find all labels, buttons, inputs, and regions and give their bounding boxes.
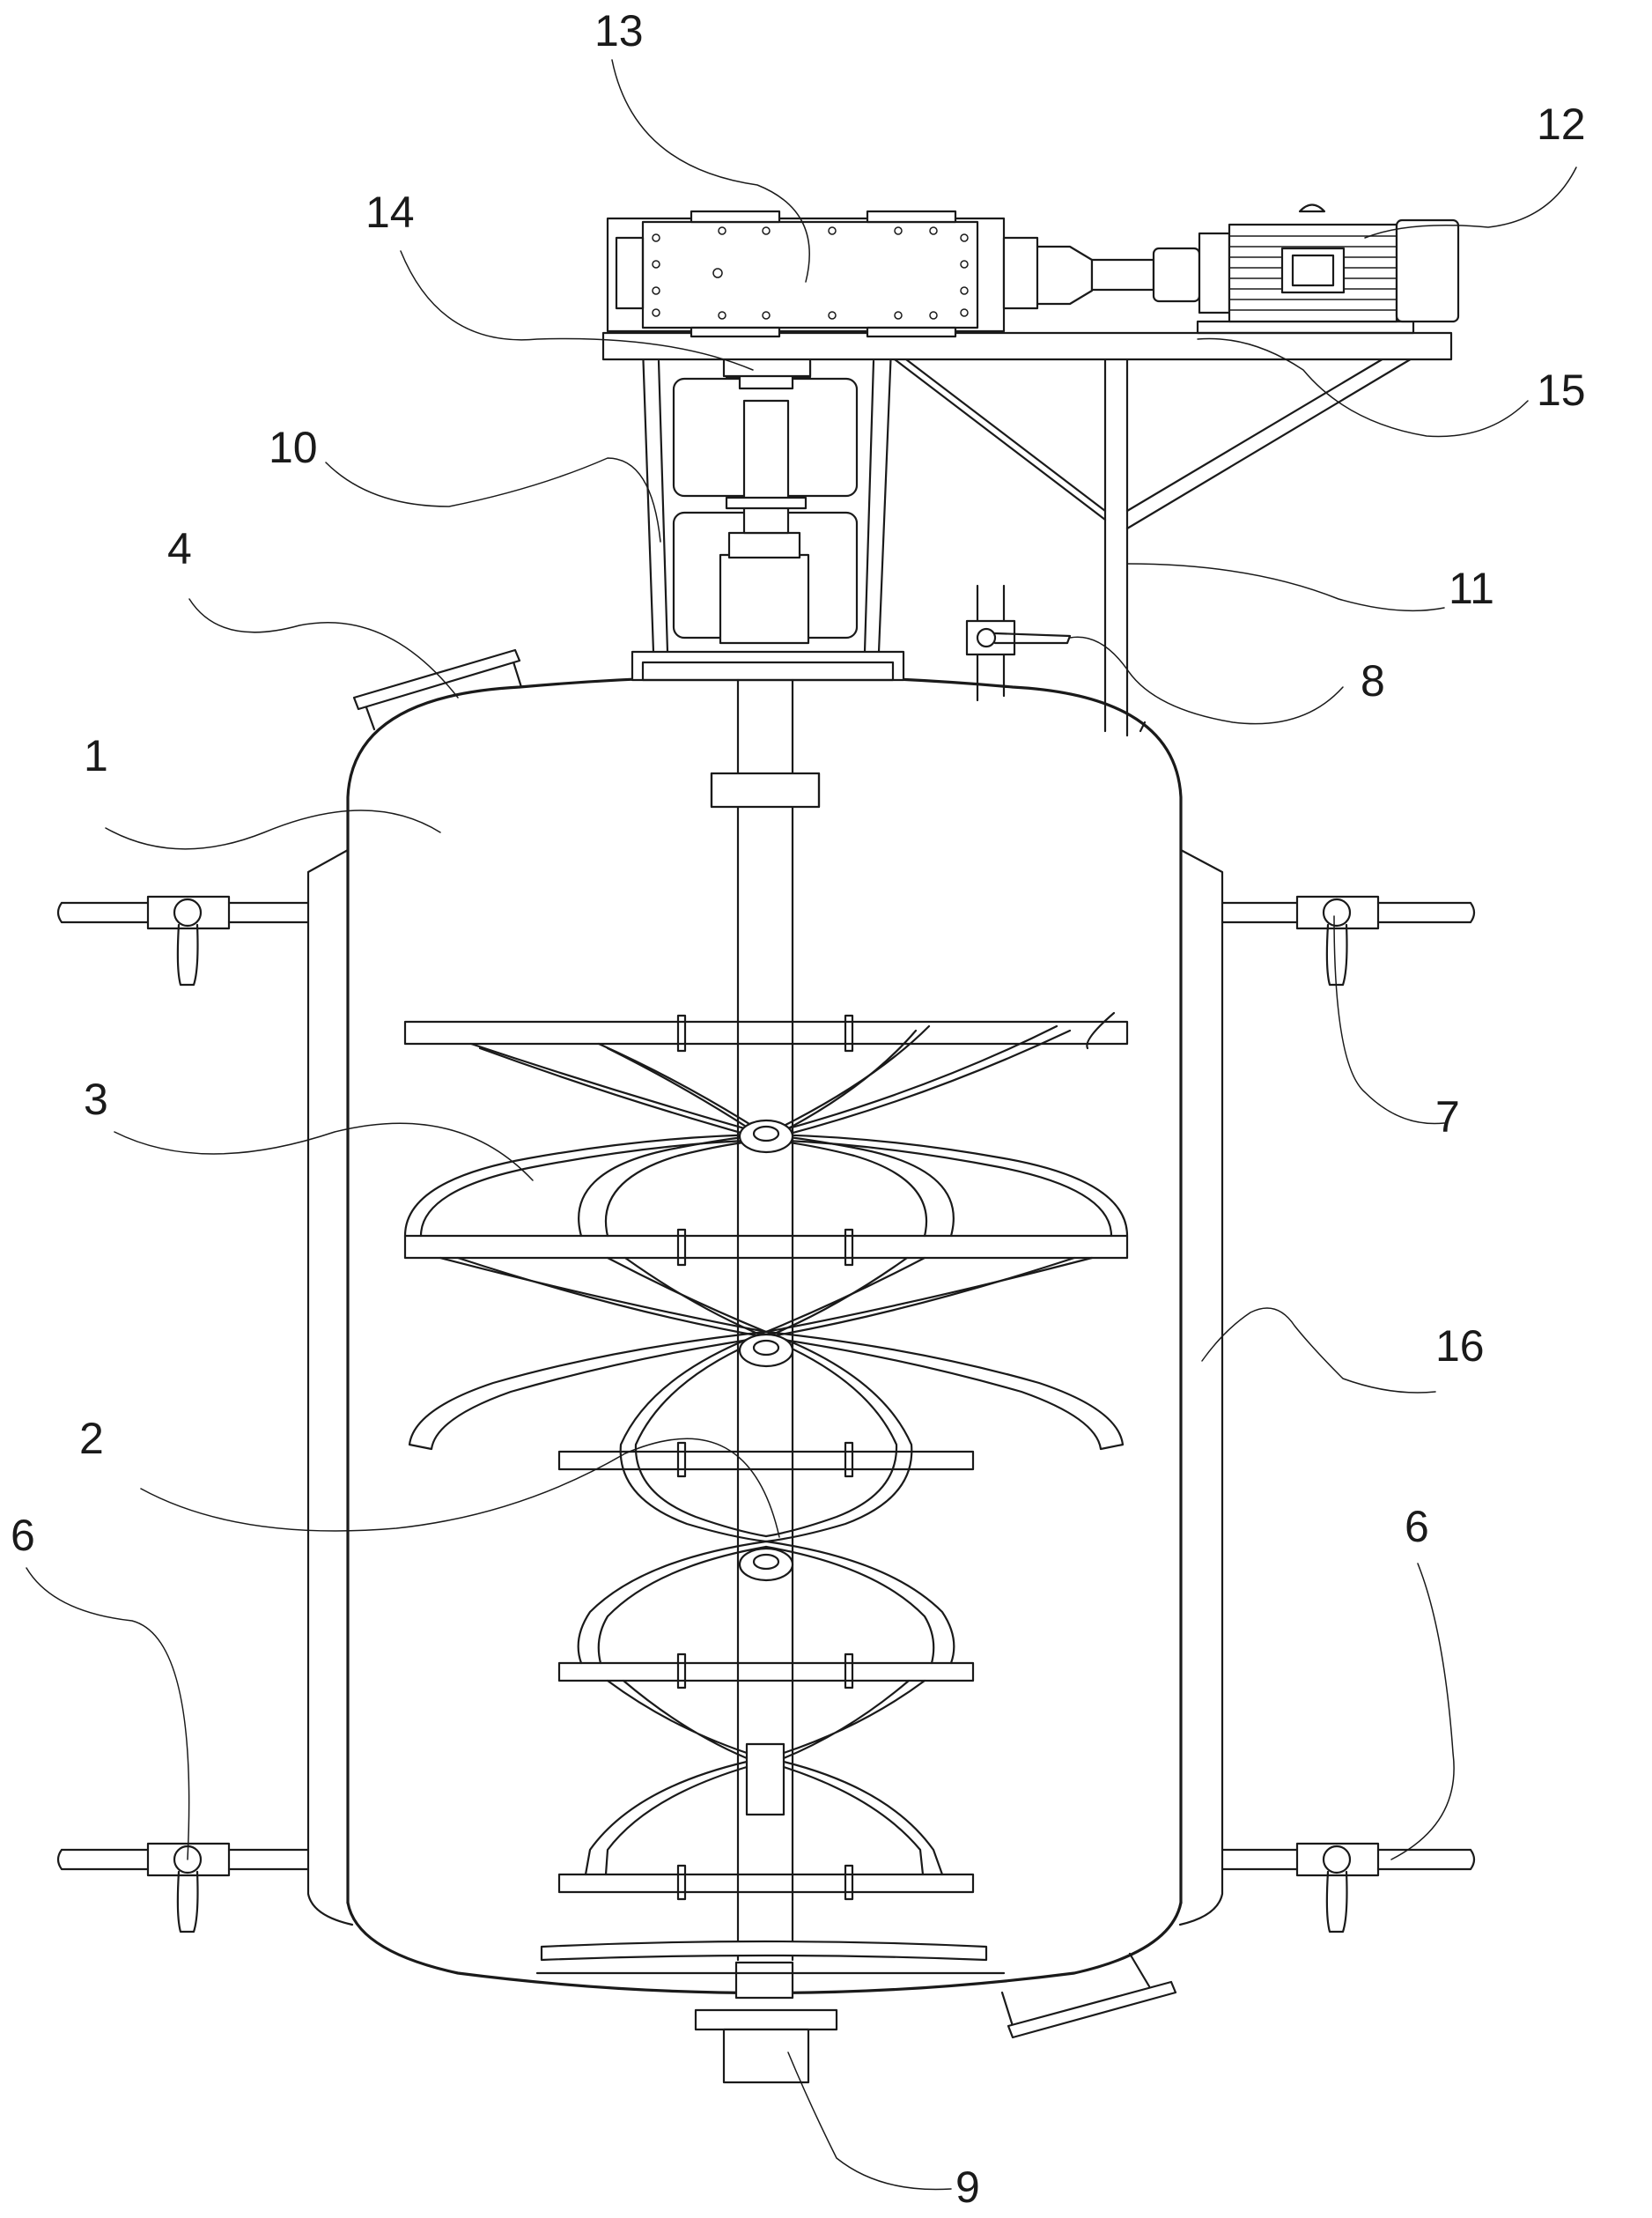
jacket-nozzle-top-right (1221, 895, 1476, 987)
jacket-nozzle-bottom-right (1221, 1842, 1476, 1933)
top-sensor-nozzle (965, 584, 1072, 702)
leader-8 (1069, 636, 1344, 725)
leader-9 (787, 2052, 952, 2191)
leader-15 (1197, 337, 1529, 438)
label-4: 4 (167, 524, 192, 573)
label-11: 11 (1449, 564, 1494, 613)
label-7: 7 (1435, 1092, 1460, 1142)
leader-16 (1201, 1307, 1436, 1394)
leader-7 (1333, 915, 1445, 1125)
label-6-left: 6 (11, 1511, 35, 1560)
leader-lines (26, 59, 1577, 2191)
bottom-discharge-outlet (694, 2008, 838, 2084)
leader-10 (325, 457, 661, 543)
jacket (306, 848, 1224, 1926)
motor (1198, 203, 1460, 323)
label-1: 1 (84, 731, 108, 780)
leader-6l (26, 1567, 190, 1860)
jacket-nozzle-top-left (56, 895, 310, 987)
label-16: 16 (1435, 1321, 1485, 1371)
leader-14 (400, 250, 754, 371)
leader-13 (611, 59, 810, 283)
leader-6r (1390, 1563, 1455, 1860)
label-6-right: 6 (1405, 1502, 1429, 1551)
bearing-stand (631, 346, 905, 682)
labels: 1 2 3 4 6 6 7 8 9 10 11 12 13 14 15 16 (11, 6, 1586, 2212)
drive-base-plate (601, 320, 1453, 361)
label-2: 2 (79, 1414, 104, 1463)
label-12: 12 (1537, 100, 1586, 149)
support-frame (889, 353, 1420, 737)
agitator-shaft (710, 678, 821, 1962)
side-discharge-outlet (1000, 1952, 1177, 2039)
label-10: 10 (269, 423, 318, 472)
label-3: 3 (84, 1075, 108, 1124)
leader-12 (1364, 166, 1577, 239)
gear-reducer (606, 210, 1201, 338)
label-8: 8 (1361, 656, 1385, 706)
leader-11 (1126, 563, 1445, 612)
label-13: 13 (594, 6, 644, 55)
helical-ribbon-agitator (403, 1011, 1129, 2000)
feed-inlet-nozzle (352, 648, 523, 731)
label-15: 15 (1537, 366, 1586, 415)
leader-3 (114, 1122, 534, 1181)
leader-1 (105, 810, 441, 850)
label-14: 14 (365, 188, 415, 237)
label-9: 9 (955, 2163, 980, 2212)
leader-4 (188, 598, 459, 699)
jacket-nozzle-bottom-left (56, 1842, 310, 1933)
leader-2 (140, 1438, 780, 1538)
